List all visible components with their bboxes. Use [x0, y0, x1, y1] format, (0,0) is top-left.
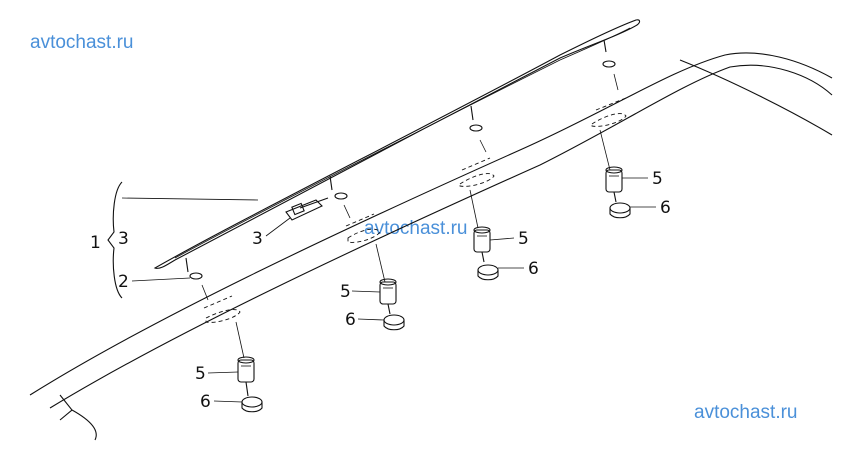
- watermark-bottom-right: avtochast.ru: [694, 402, 798, 423]
- callout-rail-3: 3: [118, 229, 129, 249]
- watermark-top-left: avtochast.ru: [30, 32, 134, 53]
- callout-5-d: 5: [652, 169, 663, 189]
- part5-fasteners: [237, 166, 623, 397]
- roof-rail: [153, 19, 641, 273]
- callout-6-c: 6: [528, 259, 539, 279]
- rail-clip: [285, 197, 329, 221]
- callout-6-d: 6: [660, 198, 671, 218]
- callout-labels: 1 3 3 2 5 6 5 6 5 6 5 6: [90, 169, 671, 412]
- group-bracket: [107, 181, 259, 299]
- roof-outline: [29, 52, 833, 441]
- callout-6-a: 6: [200, 392, 211, 412]
- washers: [189, 60, 616, 280]
- callout-group-1: 1: [90, 233, 101, 253]
- mounting-recesses: [203, 97, 627, 323]
- callout-clip-3: 3: [252, 229, 263, 249]
- callout-5-b: 5: [340, 282, 351, 302]
- callout-5-a: 5: [195, 364, 206, 384]
- callout-leaders: [131, 177, 656, 403]
- stud-leaders: [201, 73, 619, 359]
- callout-5-c: 5: [518, 229, 529, 249]
- callout-6-b: 6: [345, 310, 356, 330]
- callout-washer-2: 2: [118, 272, 129, 292]
